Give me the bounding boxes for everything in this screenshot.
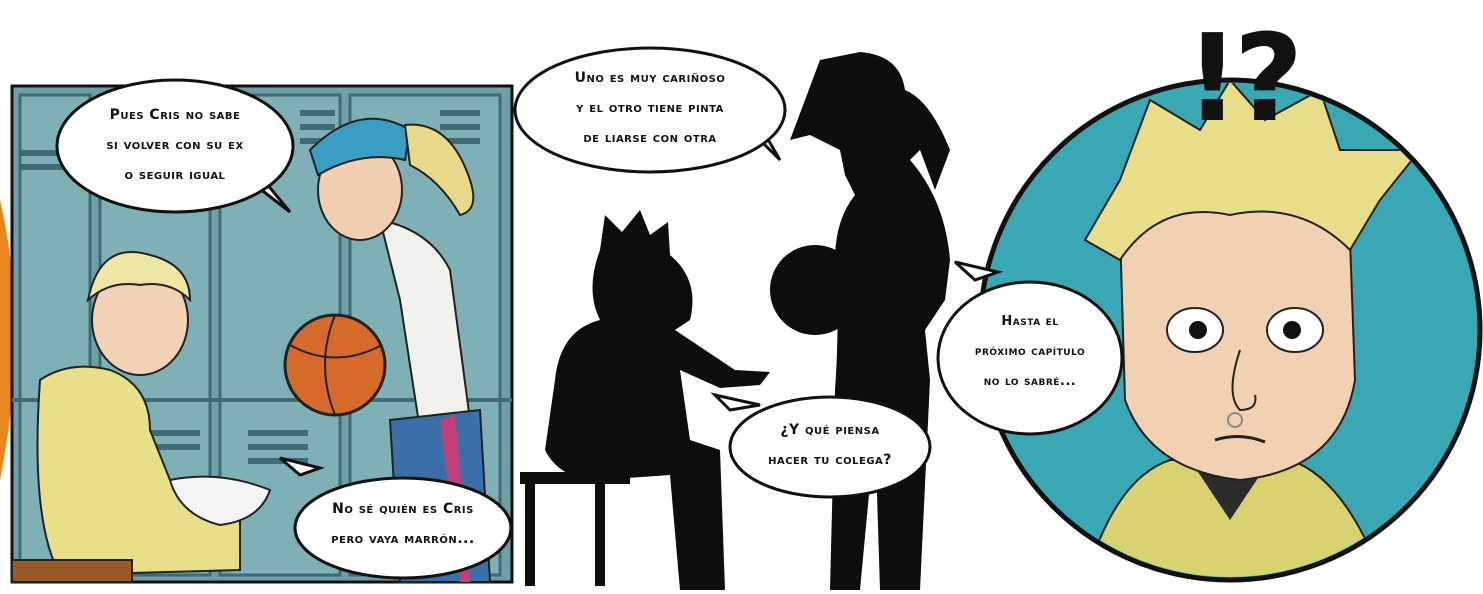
bubble-line: no lo sabré... — [983, 374, 1077, 389]
panel-3-bubble-text: Hasta el próximo capítulo no lo sabré... — [950, 307, 1110, 397]
bubble-line: hacer tu colega? — [768, 452, 892, 468]
panel-2-bottom-bubble-text: ¿Y qué piensa hacer tu colega? — [745, 415, 915, 475]
panel-1-bottom-bubble-text: No sé quién es Cris pero vaya marrón... — [313, 494, 493, 554]
bubble-line: No sé quién es Cris — [332, 501, 474, 517]
panel-1-top-bubble-text: Pues Cris no sabe si volver con su ex o … — [75, 100, 275, 190]
panel-3-art — [977, 77, 1483, 583]
exclamation-mark: !? — [1185, 10, 1303, 149]
bubble-line: pero vaya marrón... — [331, 531, 475, 547]
bubble-line: o seguir igual — [124, 167, 226, 183]
speech-bubbles — [55, 46, 1124, 580]
bubble-line: de liarse con otra — [583, 130, 717, 146]
panel-2-top-bubble-text: Uno es muy cariñoso y el otro tiene pint… — [535, 63, 765, 153]
bubble-line: Uno es muy cariñoso — [574, 70, 726, 86]
bubble-line: ¿Y qué piensa — [780, 422, 880, 438]
bubble-line: si volver con su ex — [106, 137, 244, 153]
bubble-line: Hasta el — [1001, 314, 1059, 329]
bubble-line: y el otro tiene pinta — [576, 100, 724, 116]
bubble-line: Pues Cris no sabe — [109, 107, 241, 123]
bubble-line: próximo capítulo — [974, 344, 1086, 359]
